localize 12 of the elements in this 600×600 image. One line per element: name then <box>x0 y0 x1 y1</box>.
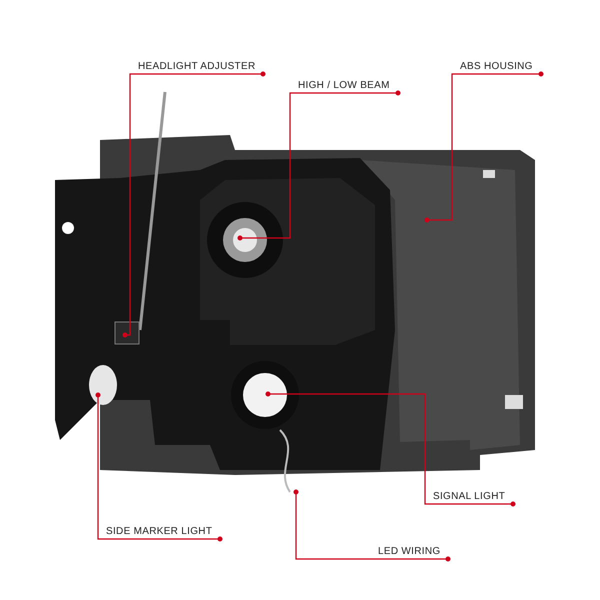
callout-label: ABS HOUSING <box>452 60 541 74</box>
callout-label: LED WIRING <box>370 545 448 559</box>
callout-label: SIGNAL LIGHT <box>425 490 514 504</box>
leader-line <box>424 72 544 222</box>
callout-label: HEADLIGHT ADJUSTER <box>130 60 264 74</box>
callout-label: SIDE MARKER LIGHT <box>98 525 220 539</box>
leader-line <box>238 90 400 240</box>
leader-line <box>96 392 222 542</box>
leader-line <box>266 392 516 506</box>
leader-line <box>122 72 266 338</box>
callout-label: HIGH / LOW BEAM <box>290 79 398 93</box>
leader-line <box>294 490 450 562</box>
